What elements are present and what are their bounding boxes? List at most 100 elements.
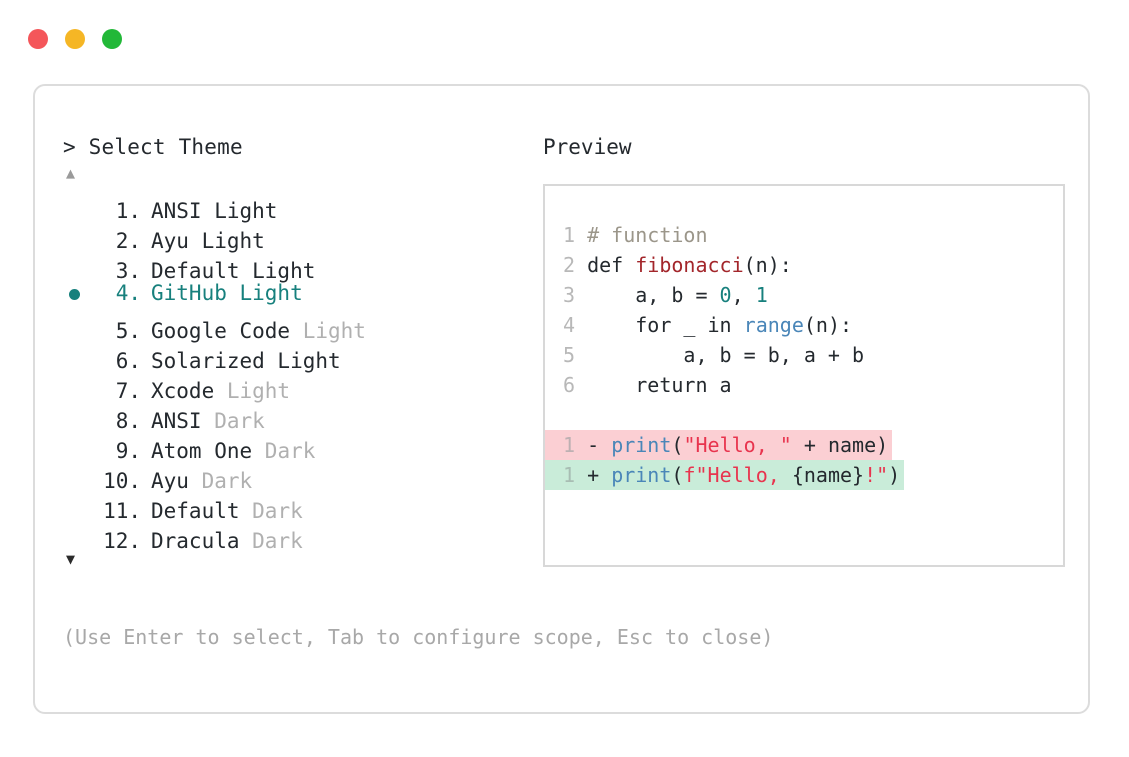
code-token: (n): xyxy=(743,253,792,277)
theme-item-name: Ayu xyxy=(151,469,189,493)
code-token: def xyxy=(587,253,636,277)
code-token: a xyxy=(707,373,732,397)
theme-list-item[interactable]: 12.Dracula Dark xyxy=(63,518,533,553)
theme-item-name: Atom One xyxy=(151,439,253,463)
scroll-up-icon[interactable]: ▲ xyxy=(66,164,76,182)
theme-list-item[interactable]: 11. Default Dark xyxy=(63,488,533,523)
code-token: for xyxy=(635,313,672,337)
code-token: ( xyxy=(671,463,684,487)
line-number: 3 xyxy=(563,283,588,307)
line-number: 1 xyxy=(563,223,588,247)
code-token: (n): xyxy=(803,313,853,337)
close-button[interactable] xyxy=(28,29,48,49)
diff-sample: 1 - print("Hello, " + name)1 + print(f"H… xyxy=(545,430,1041,490)
theme-item-index: 6. xyxy=(115,349,141,373)
selection-bullet-slot xyxy=(63,280,93,310)
selection-bullet-slot xyxy=(63,218,93,248)
theme-list-item[interactable]: 8.ANSI Dark xyxy=(63,398,533,433)
theme-item-variant: Dark xyxy=(239,529,303,553)
selection-bullet-slot xyxy=(63,428,93,458)
theme-list-item[interactable]: 7. Xcode Light xyxy=(63,368,533,403)
theme-item-name: ANSI xyxy=(151,409,202,433)
select-theme-prompt: > Select Theme xyxy=(63,135,243,159)
theme-item-index: 1. xyxy=(115,199,141,223)
line-number: 1 xyxy=(563,433,588,457)
theme-item-name: GitHub Light xyxy=(151,281,303,305)
code-token xyxy=(587,313,635,337)
code-token: + name) xyxy=(791,433,889,457)
code-token: 1 xyxy=(755,283,768,307)
theme-item-variant: Dark xyxy=(201,409,265,433)
code-line: 3 a, b = 0, 1 xyxy=(563,280,1041,310)
selection-bullet-slot xyxy=(63,188,93,218)
theme-item-name: Ayu Light xyxy=(151,229,265,253)
theme-item-variant: Dark xyxy=(239,499,303,523)
diff-row: 1 + print(f"Hello, {name}!") xyxy=(545,460,1041,490)
selection-bullet-slot xyxy=(63,308,93,338)
code-token: ( xyxy=(671,433,684,457)
theme-item-index: 10. xyxy=(103,469,141,493)
theme-item-name: Xcode xyxy=(151,379,215,403)
code-line: 1 # function xyxy=(563,220,1041,250)
diff-marker: + xyxy=(587,463,612,487)
theme-item-variant: Light xyxy=(290,319,366,343)
window-titlebar xyxy=(0,0,1129,78)
theme-list-item[interactable]: 2.Ayu Light xyxy=(63,218,533,253)
theme-item-index: 5. xyxy=(115,319,141,343)
code-token: return xyxy=(635,373,708,397)
theme-item-index: 7. xyxy=(115,379,141,403)
code-token: , xyxy=(731,283,756,307)
selected-bullet-icon xyxy=(69,289,80,300)
code-token: # function xyxy=(587,223,708,247)
minimize-button[interactable] xyxy=(65,29,85,49)
code-line: 6 return a xyxy=(563,370,1041,400)
code-token: fibonacci xyxy=(635,253,744,277)
selection-bullet-slot xyxy=(63,488,93,518)
line-number: 6 xyxy=(563,373,588,397)
code-token: !" xyxy=(864,463,889,487)
theme-list-item[interactable]: 4.GitHub Light xyxy=(63,278,533,308)
selection-bullet-slot xyxy=(63,368,93,398)
line-number: 1 xyxy=(563,463,588,487)
theme-list-item[interactable]: 9.Atom One Dark xyxy=(63,428,533,463)
theme-item-index: 11. xyxy=(103,499,141,523)
code-token xyxy=(587,373,635,397)
theme-item-name: ANSI Light xyxy=(151,199,278,223)
theme-list-item[interactable]: 1. ANSI Light xyxy=(63,188,533,223)
scroll-down-icon[interactable]: ▼ xyxy=(66,550,76,568)
selection-bullet-slot xyxy=(63,338,93,368)
code-token: 0 xyxy=(719,283,732,307)
theme-item-name: Solarized Light xyxy=(151,349,341,373)
code-token: {name} xyxy=(791,463,865,487)
theme-list-item[interactable]: 3. Default Light xyxy=(63,248,533,283)
code-token: print xyxy=(611,463,672,487)
theme-item-variant: Dark xyxy=(188,469,253,493)
keyboard-hint: (Use Enter to select, Tab to configure s… xyxy=(63,625,774,649)
code-token: "Hello, " xyxy=(683,433,792,457)
theme-item-name: Dracula xyxy=(151,529,240,553)
theme-item-name: Default xyxy=(151,499,240,523)
diff-added-line: 1 + print(f"Hello, {name}!") xyxy=(545,460,905,490)
code-token: _ xyxy=(671,313,708,337)
code-token xyxy=(732,313,744,337)
theme-item-variant: Light xyxy=(214,379,291,403)
theme-item-index: 3. xyxy=(115,259,141,283)
theme-item-name: Google Code xyxy=(151,319,291,343)
preview-title: Preview xyxy=(543,135,632,159)
theme-list-item[interactable]: 5. Google Code Light xyxy=(63,308,533,343)
diff-marker: - xyxy=(587,433,612,457)
code-line: 2 def fibonacci(n): xyxy=(563,250,1041,280)
theme-list-item[interactable]: 10. Ayu Dark xyxy=(63,458,533,493)
theme-item-name: Default Light xyxy=(151,259,316,283)
maximize-button[interactable] xyxy=(102,29,122,49)
selection-bullet-slot xyxy=(63,398,93,428)
code-token: f"Hello, xyxy=(683,463,792,487)
code-token: a, b = b, a + b xyxy=(587,343,865,367)
theme-list-item[interactable]: 6. Solarized Light xyxy=(63,338,533,373)
line-number: 2 xyxy=(563,253,588,277)
